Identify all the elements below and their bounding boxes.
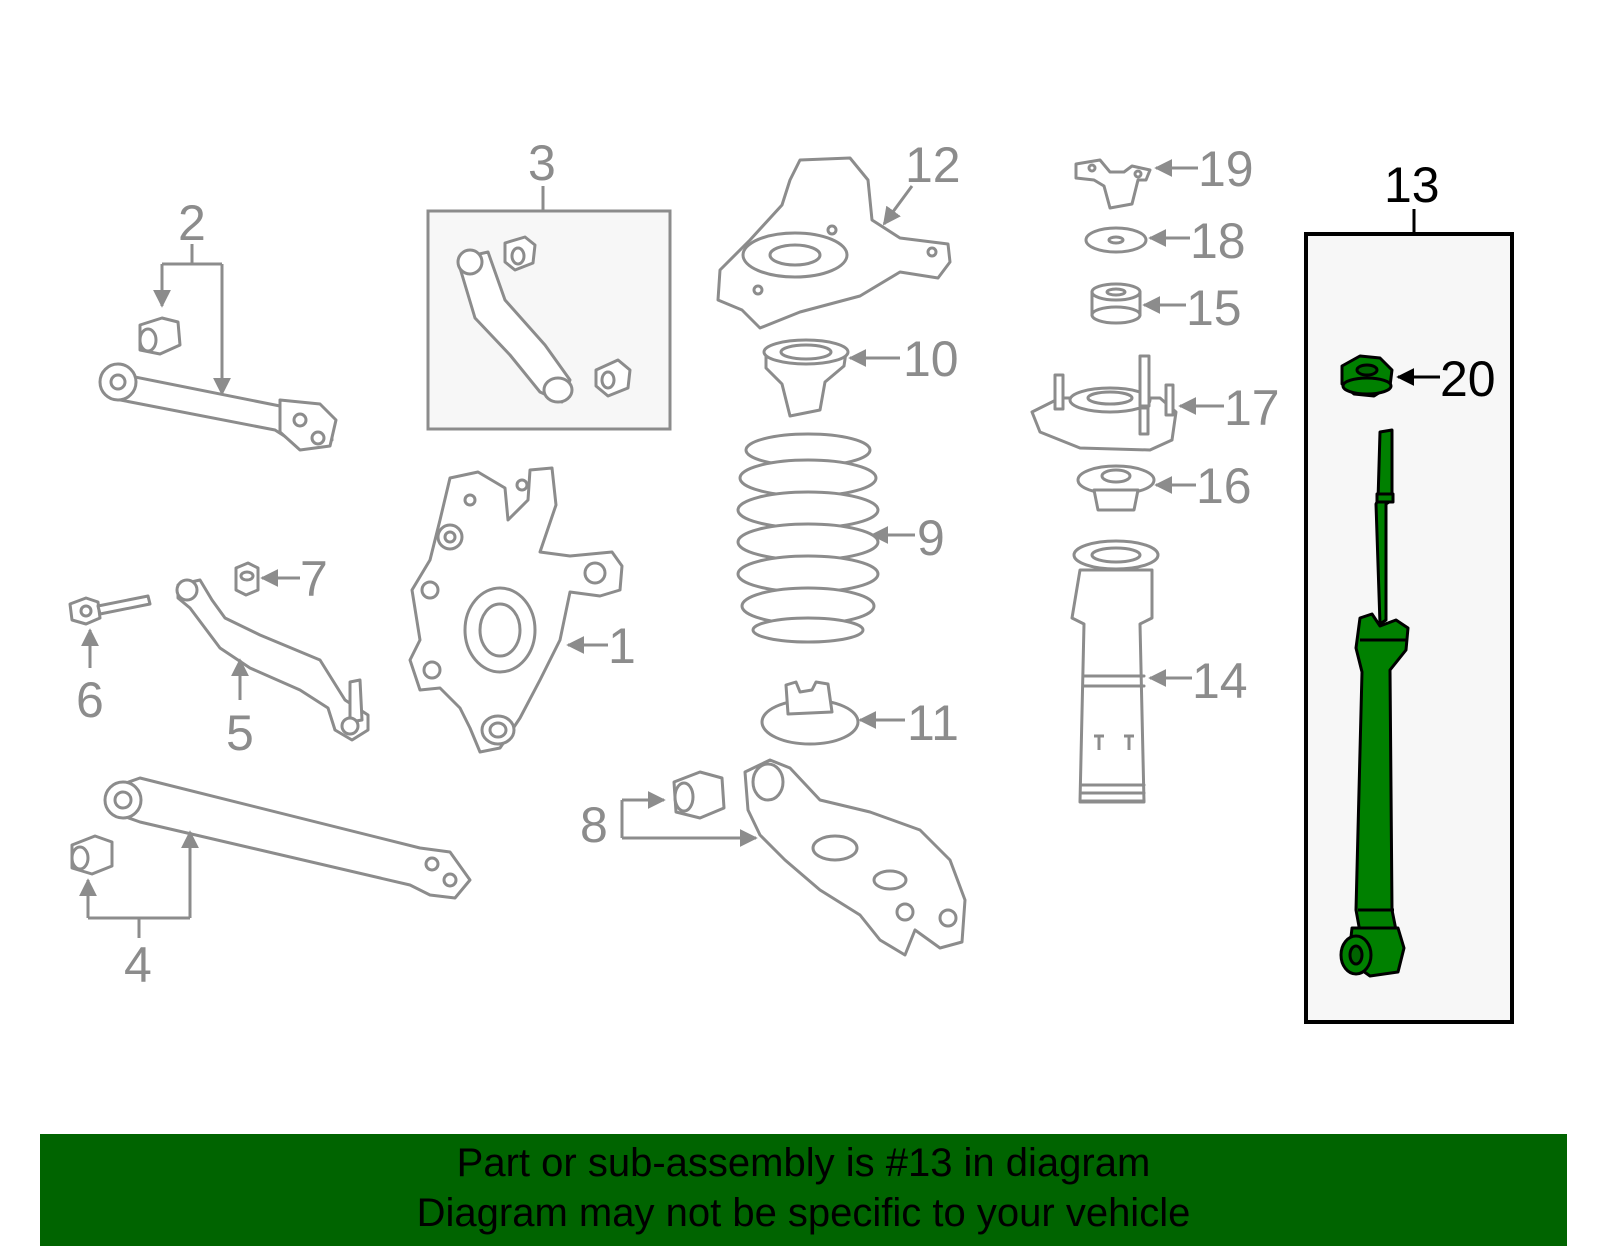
callout-18: 18 xyxy=(1190,213,1246,269)
callout-16: 16 xyxy=(1196,458,1252,514)
part-11-lower-insulator[interactable] xyxy=(760,680,860,746)
part-2-lateral-link[interactable] xyxy=(98,316,338,452)
part-8-lower-control-arm[interactable] xyxy=(672,758,967,957)
part-1-knuckle[interactable] xyxy=(408,466,624,754)
callout-6: 6 xyxy=(76,672,104,728)
part-19-bracket[interactable] xyxy=(1074,158,1152,210)
part-7-nut[interactable] xyxy=(234,561,260,597)
callout-5: 5 xyxy=(226,705,254,761)
part-20-nut[interactable] xyxy=(1340,354,1394,398)
callout-1: 1 xyxy=(608,618,636,674)
part-10-spring-insulator[interactable] xyxy=(762,338,850,418)
part-15-bushing[interactable] xyxy=(1090,282,1142,325)
callout-12-leader xyxy=(882,185,914,226)
callout-3: 3 xyxy=(528,135,556,191)
part-13-shock-absorber[interactable] xyxy=(1339,428,1410,978)
callout-12: 12 xyxy=(905,137,961,193)
callout-17: 17 xyxy=(1224,380,1280,436)
callout-9: 9 xyxy=(917,510,945,566)
callout-19: 19 xyxy=(1198,141,1254,197)
banner-line-2: Diagram may not be specific to your vehi… xyxy=(416,1191,1191,1235)
callout-13: 13 xyxy=(1384,157,1440,213)
callout-2-leader xyxy=(153,244,231,396)
part-3-upper-arm-kit[interactable] xyxy=(426,209,672,431)
part-14-dust-boot[interactable] xyxy=(1070,539,1160,804)
part-5-toe-link[interactable] xyxy=(175,578,370,742)
callout-2: 2 xyxy=(178,195,206,251)
part-18-washer[interactable] xyxy=(1084,226,1148,254)
callout-8-leader xyxy=(620,791,758,847)
callout-20: 20 xyxy=(1440,351,1496,407)
part-17-strut-mount[interactable] xyxy=(1030,354,1178,452)
part-6-bolt[interactable] xyxy=(68,594,152,626)
callout-4-leader xyxy=(79,830,199,938)
banner-line-1: Part or sub-assembly is #13 in diagram xyxy=(456,1141,1151,1185)
callout-10: 10 xyxy=(903,331,959,387)
callout-4: 4 xyxy=(124,937,152,993)
part-12-spring-seat-bracket[interactable] xyxy=(716,156,952,330)
callout-11: 11 xyxy=(907,695,959,751)
callout-7: 7 xyxy=(300,551,328,607)
part-4-lower-link[interactable] xyxy=(70,776,472,900)
callout-8: 8 xyxy=(580,797,608,853)
part-16-mount-bushing[interactable] xyxy=(1076,464,1156,512)
callout-14: 14 xyxy=(1192,653,1248,709)
info-banner: Part or sub-assembly is #13 in diagram D… xyxy=(40,1134,1567,1246)
callout-15: 15 xyxy=(1186,280,1242,336)
part-9-coil-spring[interactable] xyxy=(736,432,880,644)
